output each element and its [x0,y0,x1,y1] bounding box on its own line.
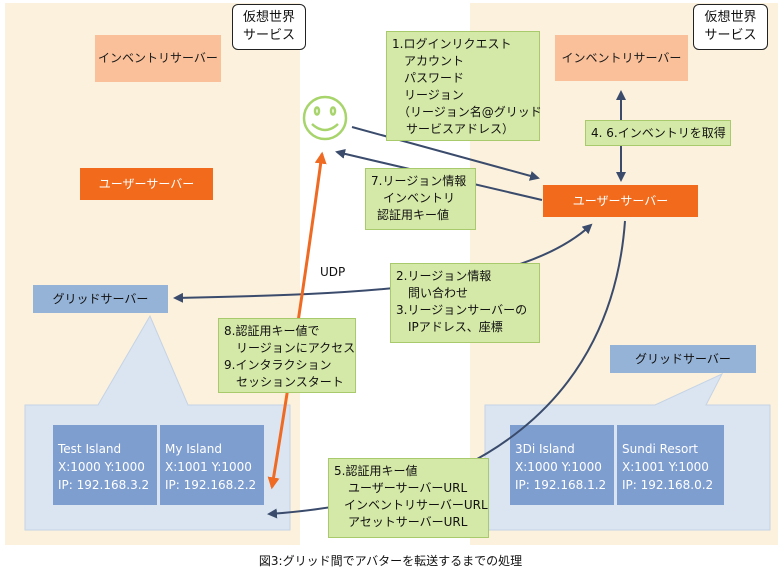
step-line: セッションスタート [236,375,344,389]
inventory-server-label: インベントリサーバー [561,50,682,65]
step-get-inventory: 4. 6.インベントリを取得 [585,120,731,146]
user-server-label: ユーザーサーバー [98,176,195,191]
region-ip: IP: 192.168.0.2 [622,478,714,492]
step-line: インベントリ [383,191,456,205]
smiley-eye-left [313,106,321,116]
step-line: 2.リージョン情報 [396,269,492,283]
step-line: アセットサーバーURL [348,515,468,529]
step-line: サービスアドレス） [406,122,515,136]
grid-server-label: グリッドサーバー [635,351,731,366]
smiley-mouth [311,123,339,132]
figure-caption: 図3:グリッド間でアバターを転送するまでの処理 [258,554,523,568]
region-ip: IP: 192.168.2.2 [165,478,257,492]
region-ip: IP: 192.168.1.2 [515,478,607,492]
step-region-info: 7.リージョン情報 インベントリ 認証用キー値 [365,168,476,230]
step-line: IPアドレス、座標 [408,320,503,334]
region-box-sundi-resort: Sundi Resort X:1001 Y:1000 IP: 192.168.0… [617,425,724,505]
step-line: （リージョン名@グリッド [398,105,542,119]
step-line: パスワード [404,71,465,85]
step-line: 5.認証用キー値 [334,464,418,478]
service-title-line: サービス [704,28,757,43]
region-box-test-island: Test Island X:1000 Y:1000 IP: 192.168.3.… [53,425,157,505]
left-inventory-server: インベントリサーバー [95,35,221,82]
left-user-server: ユーザーサーバー [80,168,213,200]
region-name: 3Di Island [515,442,575,456]
step-region-access: 8.認証用キー値で リージョンにアクセス 9.インタラクション セッションスター… [218,318,356,393]
arrow-login-request [351,126,540,181]
avatar-smiley-icon [302,95,348,141]
step-line: アカウント [404,54,465,68]
region-coords: X:1000 Y:1000 [515,460,602,474]
region-name: Test Island [58,442,122,456]
left-grid-server: グリッドサーバー [33,285,168,313]
step-line: 7.リージョン情報 [371,174,467,188]
region-name: Sundi Resort [622,442,699,456]
step-line: 8.認証用キー値で [224,324,320,338]
right-grid-server: グリッドサーバー [610,345,756,373]
inventory-server-label: インベントリサーバー [98,51,218,65]
right-service-title: 仮想世界 サービス [693,4,768,50]
step-line: リージョン [404,88,464,102]
region-coords: X:1001 Y:1000 [165,460,252,474]
step-line: 1.ログインリクエスト [392,37,512,51]
step-line: ユーザーサーバーURL [348,481,468,495]
step-line: 4. 6.インベントリを取得 [591,126,726,140]
step-line: 認証用キー値 [377,208,450,222]
right-inventory-server: インベントリサーバー [555,35,688,81]
service-title-line: 仮想世界 [242,10,295,25]
udp-label: UDP [320,265,346,279]
step-line: 問い合わせ [408,286,469,300]
step-region-query: 2.リージョン情報 問い合わせ 3.リージョンサーバーの IPアドレス、座標 [390,263,540,343]
region-coords: X:1000 Y:1000 [58,460,145,474]
smiley-face-outline [302,95,348,141]
smiley-eye-right [329,106,337,116]
right-user-server: ユーザーサーバー [543,185,698,217]
service-title-line: サービス [242,28,295,43]
step-line: リージョンにアクセス [236,341,356,355]
grid-server-label: グリッドサーバー [52,291,149,306]
region-coords: X:1001 Y:1000 [622,460,709,474]
step-login-request: 1.ログインリクエスト アカウント パスワード リージョン （リージョン名@グリ… [386,31,542,141]
step-transfer-urls: 5.認証用キー値 ユーザーサーバーURL インベントリサーバーURL アセットサ… [328,458,489,538]
left-service-title: 仮想世界 サービス [232,4,306,50]
region-box-3di-island: 3Di Island X:1000 Y:1000 IP: 192.168.1.2 [510,425,614,505]
step-line: 9.インタラクション [224,358,332,372]
step-line: インベントリサーバーURL [344,498,488,512]
service-title-line: 仮想世界 [704,10,757,25]
user-server-label: ユーザーサーバー [572,193,669,208]
region-name: My Island [165,442,222,456]
step-line: 3.リージョンサーバーの [396,303,528,317]
region-ip: IP: 192.168.3.2 [58,478,150,492]
region-box-my-island: My Island X:1001 Y:1000 IP: 192.168.2.2 [160,425,264,505]
